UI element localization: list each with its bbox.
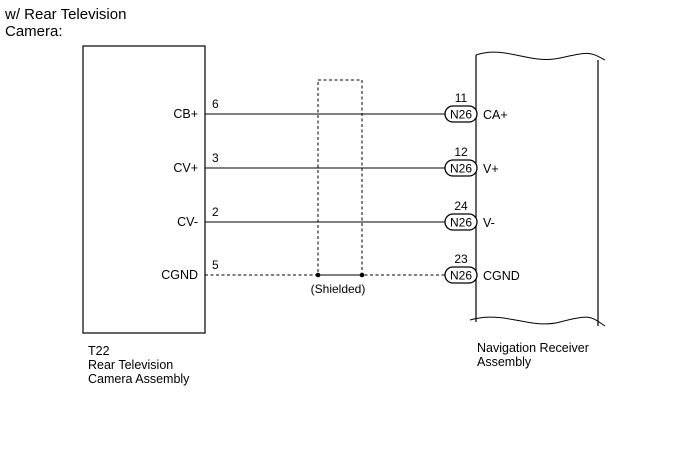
diagram-header: w/ Rear Television Camera: — [5, 6, 126, 40]
connector-capsule — [444, 266, 478, 284]
navigation-receiver-name-1: Navigation Receiver — [477, 341, 589, 355]
connector-capsule — [444, 105, 478, 123]
navigation-receiver-box — [469, 51, 606, 327]
right-pin-number: 11 — [455, 91, 468, 105]
right-pin-number: 24 — [454, 199, 468, 213]
header-line-1: w/ Rear Television — [5, 6, 127, 23]
camera-assembly-box — [82, 45, 206, 334]
left-pin-number: 5 — [212, 258, 219, 272]
left-pin-number: 3 — [212, 151, 219, 165]
camera-assembly-name-2: Camera Assembly — [88, 372, 190, 386]
left-terminal-label: CV+ — [173, 161, 198, 175]
right-terminal-label: CA+ — [483, 108, 508, 122]
camera-assembly-name-1: Rear Television — [88, 358, 174, 372]
connector-label: N26 — [450, 162, 472, 176]
right-pin-number: 23 — [454, 252, 468, 266]
right-pin-number: 12 — [454, 145, 468, 159]
right-terminal-label: V- — [483, 216, 495, 230]
wire-group: CB+6N2611CA+CV+3N2612V+CV-2N2624V-CGND5N… — [161, 91, 520, 284]
left-terminal-label: CV- — [177, 215, 198, 229]
navigation-receiver-label: Navigation Receiver Assembly — [477, 341, 589, 369]
left-pin-number: 2 — [212, 205, 219, 219]
shield-junction-left — [315, 272, 321, 278]
header-line-2: Camera: — [5, 23, 63, 40]
right-terminal-label: V+ — [483, 162, 499, 176]
left-terminal-label: CGND — [161, 268, 198, 282]
connector-capsule — [444, 159, 478, 177]
shield-label: (Shielded) — [311, 282, 366, 296]
connector-label: N26 — [450, 108, 472, 122]
left-terminal-label: CB+ — [173, 107, 198, 121]
connector-label: N26 — [450, 269, 472, 283]
shield-junction-right — [359, 272, 365, 278]
left-pin-number: 6 — [212, 97, 219, 111]
shield-enclosure — [317, 79, 363, 276]
navigation-receiver-name-2: Assembly — [477, 355, 532, 369]
camera-assembly-code: T22 — [88, 344, 110, 358]
camera-assembly-label: T22 Rear Television Camera Assembly — [88, 344, 189, 386]
connector-label: N26 — [450, 216, 472, 230]
connector-capsule — [444, 213, 478, 231]
right-terminal-label: CGND — [483, 269, 520, 283]
